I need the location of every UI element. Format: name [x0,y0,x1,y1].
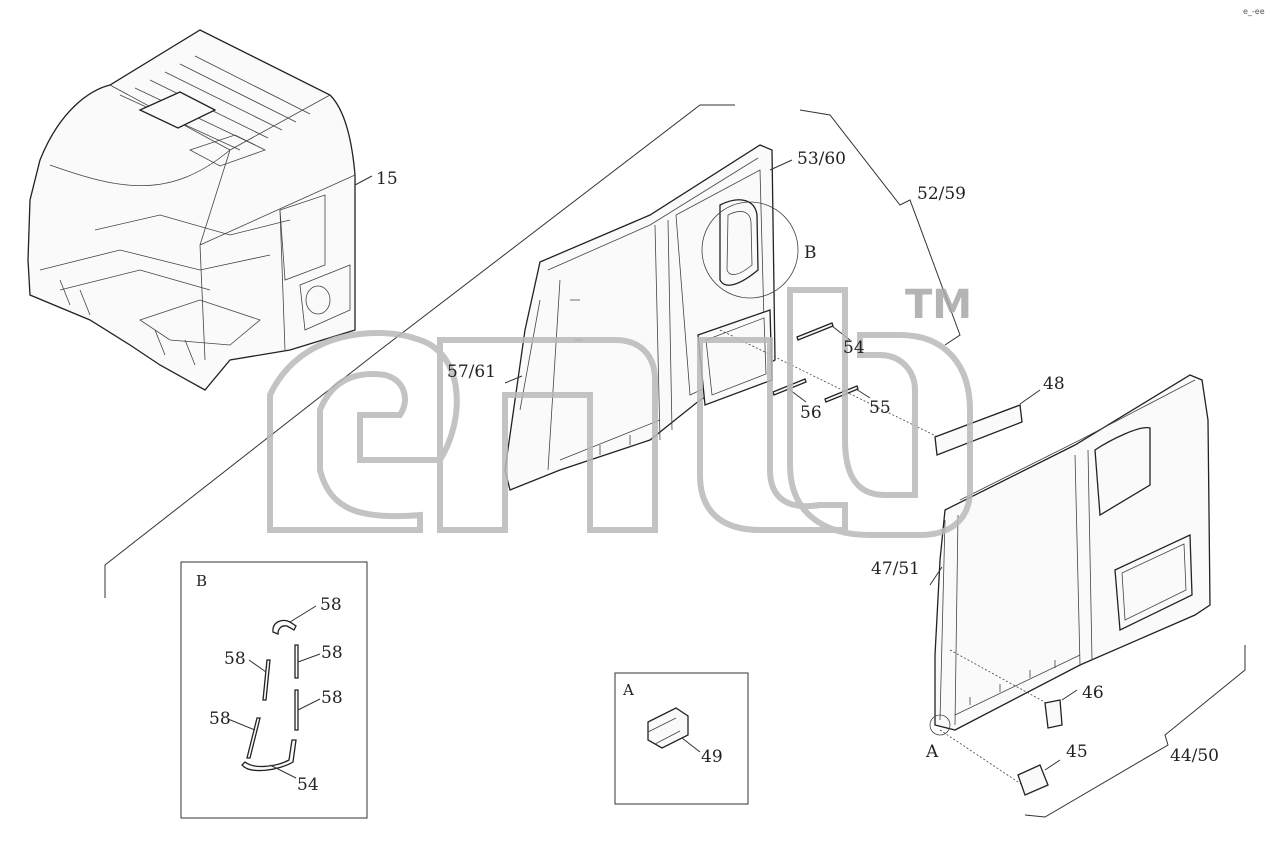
callout-45: 45 [1066,742,1088,762]
detail-a-title: A [622,681,634,699]
inner-side-panel [504,144,799,491]
detail-b-label-6: 54 [297,775,319,795]
trademark-symbol: TM [905,282,972,328]
watermark-logo: TM [267,282,973,538]
callout-46: 46 [1082,683,1104,703]
detail-a-box: A 49 [614,672,749,805]
outer-side-panel [929,374,1211,796]
corner-code: e_-ee [1243,7,1265,16]
callout-55: 55 [869,398,891,418]
detail-b-label-5: 58 [209,709,231,729]
detail-b-label-2: 58 [224,649,246,669]
callout-44-50: 44/50 [1170,746,1219,766]
callout-48: 48 [1043,374,1065,394]
detail-b-label-3: 58 [321,643,343,663]
callout-detail-a-marker: A [925,742,939,762]
callout-52-59: 52/59 [917,184,966,204]
callout-15: 15 [376,169,398,189]
detail-b-label-1: 58 [320,595,342,615]
grouping-brackets [104,104,1246,818]
callout-57-61: 57/61 [447,362,496,382]
callout-54: 54 [843,338,865,358]
cab-assembly [27,29,373,391]
callout-detail-b-marker: B [804,243,817,263]
detail-a-label-49: 49 [701,747,723,767]
detail-b-label-4: 58 [321,688,343,708]
detail-b-box: B 58 58 58 58 58 54 [180,561,368,819]
callout-47-51: 47/51 [871,559,920,579]
detail-b-title: B [196,572,207,590]
seal-strips [719,322,941,439]
callout-53-60: 53/60 [797,149,846,169]
callout-56: 56 [800,403,822,423]
